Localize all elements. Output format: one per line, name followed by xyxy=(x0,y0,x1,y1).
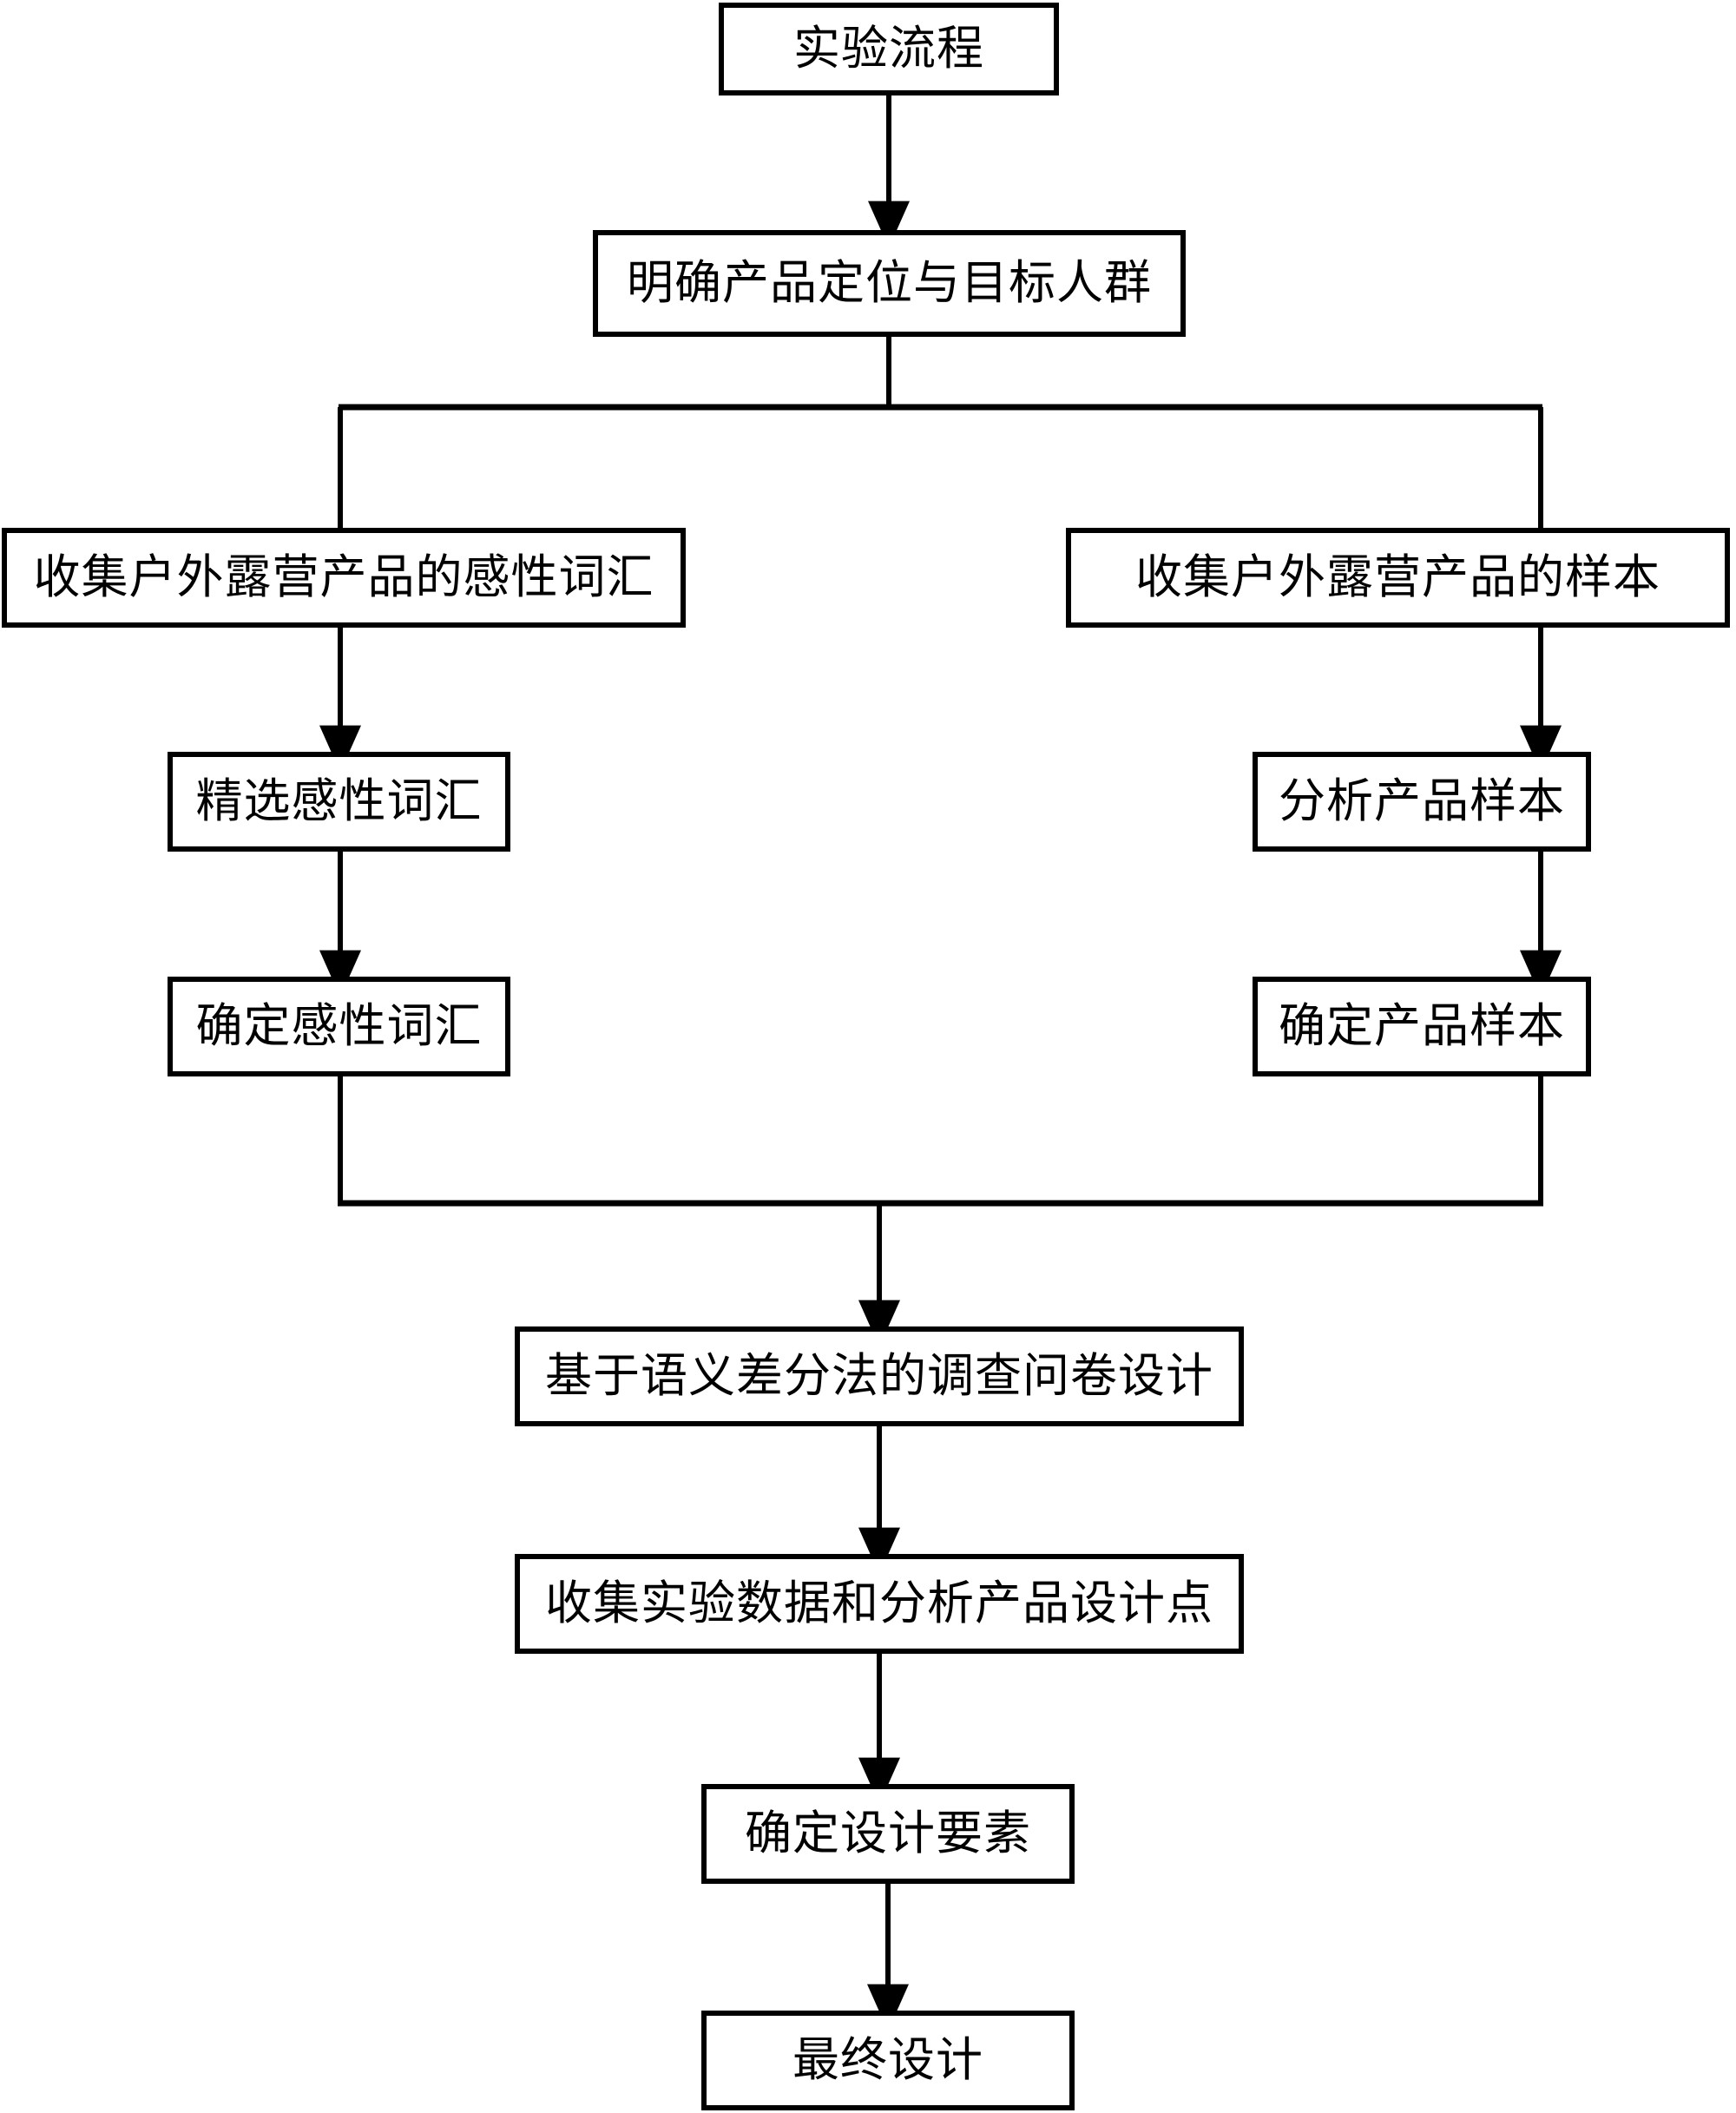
node-confirm-kansei-words: 确定感性词汇 xyxy=(168,977,510,1076)
node-start: 实验流程 xyxy=(719,3,1059,95)
node-collect-product-samples: 收集户外露营产品的样本 xyxy=(1066,528,1730,628)
node-refine-kansei-words-label: 精选感性词汇 xyxy=(195,774,483,827)
node-final-design: 最终设计 xyxy=(701,2011,1075,2110)
node-collect-kansei-words: 收集户外露营产品的感性词汇 xyxy=(2,528,686,628)
node-refine-kansei-words: 精选感性词汇 xyxy=(168,752,510,852)
node-collect-data-analyze-design-points: 收集实验数据和分析产品设计点 xyxy=(515,1554,1244,1654)
node-questionnaire-design-label: 基于语义差分法的调查问卷设计 xyxy=(545,1349,1213,1402)
node-questionnaire-design: 基于语义差分法的调查问卷设计 xyxy=(515,1326,1244,1426)
node-confirm-product-samples-label: 确定产品样本 xyxy=(1279,999,1565,1052)
edge-position-split xyxy=(338,337,1543,530)
node-determine-design-elements: 确定设计要素 xyxy=(701,1784,1075,1884)
edge-merge-to-survey xyxy=(338,1076,1543,1347)
node-collect-data-analyze-design-points-label: 收集实验数据和分析产品设计点 xyxy=(545,1577,1213,1629)
node-analyze-product-samples-label: 分析产品样本 xyxy=(1279,774,1565,827)
node-final-design-label: 最终设计 xyxy=(792,2033,983,2086)
node-start-label: 实验流程 xyxy=(793,22,984,75)
node-confirm-product-samples: 确定产品样本 xyxy=(1253,977,1591,1076)
node-confirm-kansei-words-label: 确定感性词汇 xyxy=(195,999,483,1052)
node-collect-kansei-words-label: 收集户外露营产品的感性词汇 xyxy=(33,550,654,603)
node-determine-design-elements-label: 确定设计要素 xyxy=(745,1807,1031,1860)
node-clarify-positioning-label: 明确产品定位与目标人群 xyxy=(627,256,1152,309)
node-collect-product-samples-label: 收集户外露营产品的样本 xyxy=(1135,550,1660,603)
node-clarify-positioning: 明确产品定位与目标人群 xyxy=(593,230,1186,337)
node-analyze-product-samples: 分析产品样本 xyxy=(1253,752,1591,852)
